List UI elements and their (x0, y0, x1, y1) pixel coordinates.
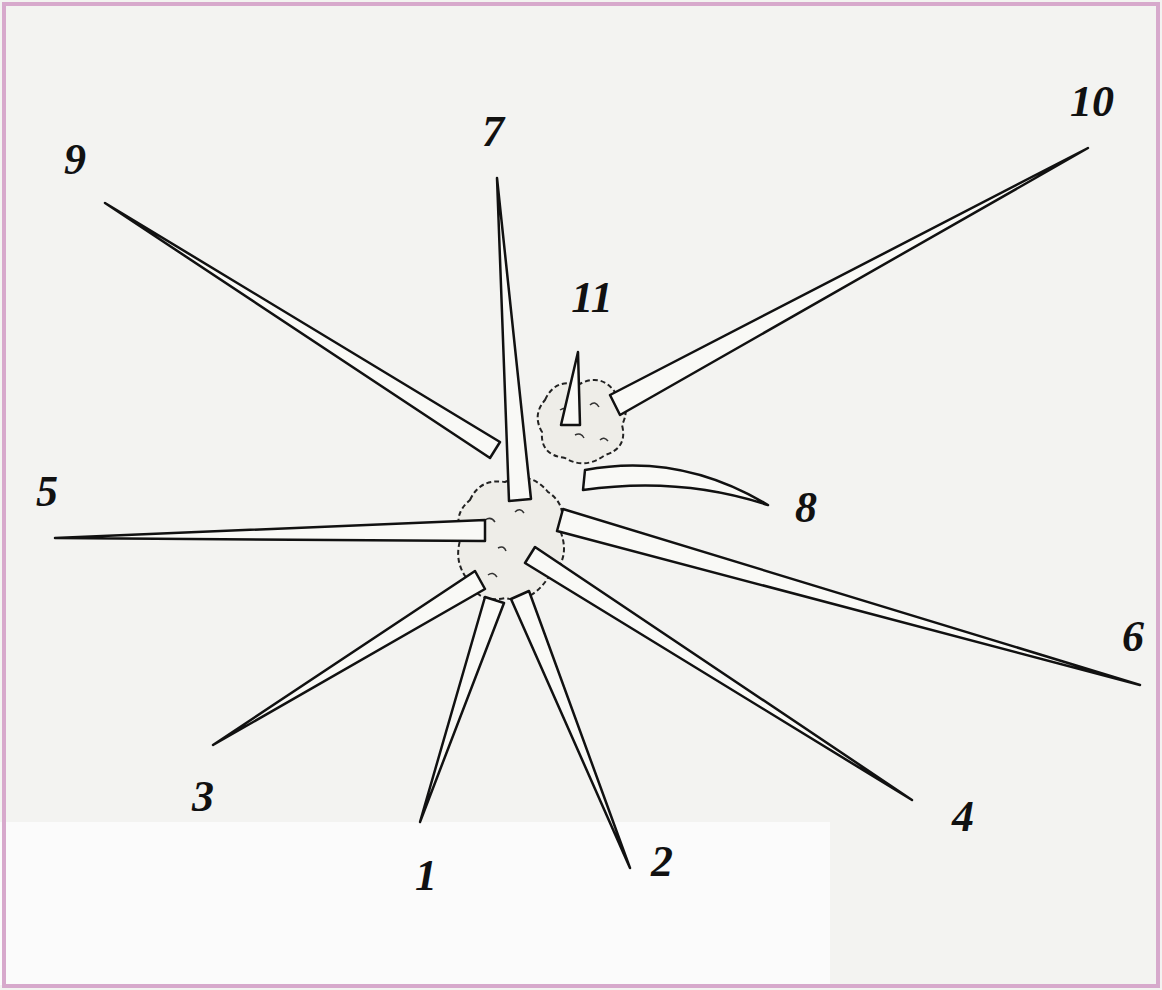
spine (610, 148, 1088, 415)
callout-number: 11 (571, 276, 613, 320)
callout-number: 2 (651, 840, 673, 884)
callout-number: 5 (36, 470, 58, 514)
spine (561, 352, 580, 425)
spine (525, 547, 912, 800)
spine (583, 465, 768, 505)
callout-number: 4 (952, 795, 974, 839)
callout-number: 7 (482, 110, 504, 154)
frame (4, 4, 1158, 986)
spine (55, 520, 485, 541)
callout-number: 6 (1122, 615, 1144, 659)
callout-number: 3 (192, 775, 214, 819)
spine (213, 571, 485, 745)
spine (105, 203, 500, 458)
white-patch (0, 822, 830, 985)
spine (420, 597, 504, 822)
spines (55, 148, 1140, 868)
spine (497, 178, 531, 501)
callout-number: 8 (795, 486, 817, 530)
callout-number: 10 (1070, 80, 1114, 124)
spine (557, 509, 1140, 685)
callout-number: 1 (415, 854, 437, 898)
callout-number: 9 (64, 138, 86, 182)
spine (511, 591, 630, 868)
